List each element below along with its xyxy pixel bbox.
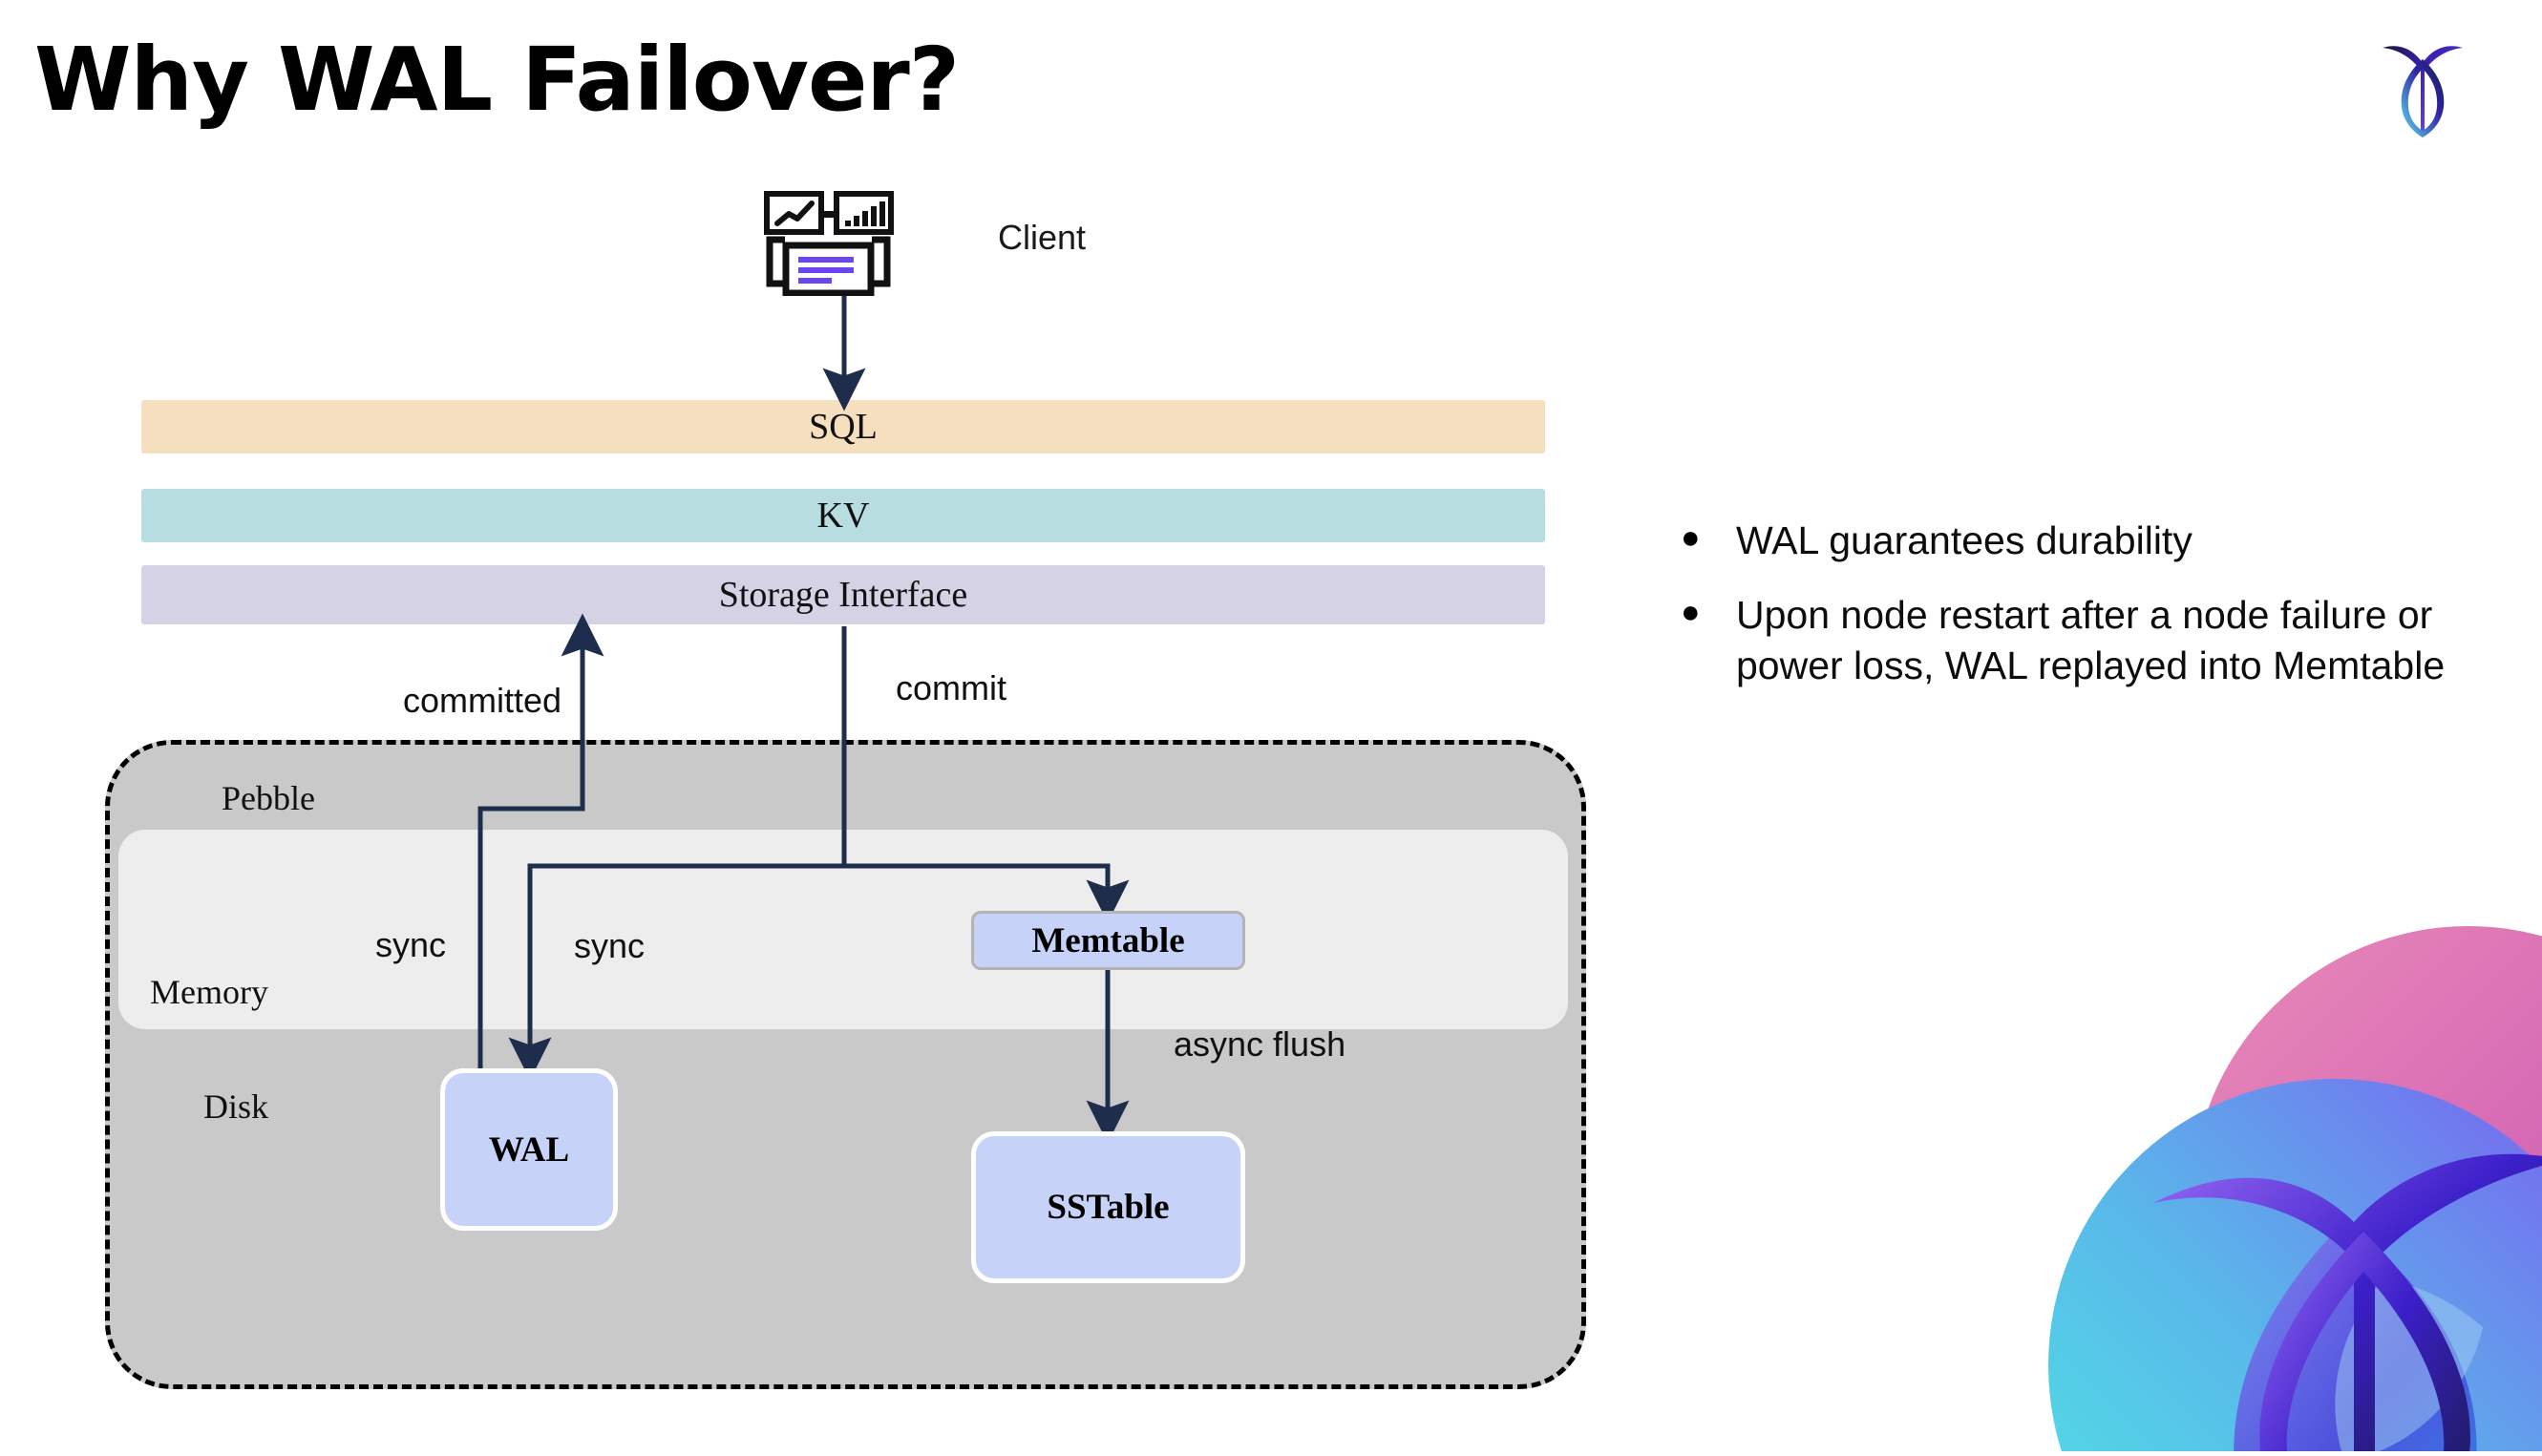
client-label: Client [998,218,1087,257]
edge-label-sync-1: sync [375,925,447,964]
list-item: ● WAL guarantees durability [1681,516,2483,565]
bullet-marker-icon: ● [1681,519,1701,556]
cockroachdb-logo-icon [2377,34,2468,141]
memory-region [118,830,1568,1029]
bullet-marker-icon: ● [1681,594,1701,631]
client-dashboard-icon [764,191,921,297]
layer-bar-storage-interface-label: Storage Interface [718,575,968,615]
bullet-text: WAL guarantees durability [1736,518,2192,562]
edge-label-committed: committed [403,681,562,720]
layer-bar-kv-label: KV [816,496,870,536]
node-memtable-label: Memtable [1031,920,1185,960]
node-sstable-label: SSTable [1047,1188,1170,1227]
layer-bar-sql: SQL [141,400,1545,454]
layer-bar-kv: KV [141,489,1545,542]
bullet-list: ● WAL guarantees durability ● Upon node … [1681,516,2483,715]
bullet-text: Upon node restart after a node failure o… [1736,593,2446,687]
edge-label-sync-2: sync [574,926,646,965]
page-title: Why WAL Failover? [34,29,960,131]
layer-bar-sql-label: SQL [809,407,878,447]
disk-label: Disk [203,1087,269,1126]
node-memtable: Memtable [971,911,1245,970]
list-item: ● Upon node restart after a node failure… [1681,590,2483,690]
layer-bar-storage-interface: Storage Interface [141,565,1545,624]
cockroachdb-watermark-icon [1934,917,2542,1451]
node-wal-label: WAL [488,1129,570,1170]
node-sstable: SSTable [971,1131,1245,1283]
memory-label: Memory [150,973,268,1011]
pebble-label: Pebble [222,779,315,817]
slide-canvas: Why WAL Failover? [34,29,2542,1451]
edge-label-async-flush: async flush [1174,1024,1346,1064]
node-wal: WAL [440,1068,618,1231]
edge-label-commit: commit [896,668,1006,707]
